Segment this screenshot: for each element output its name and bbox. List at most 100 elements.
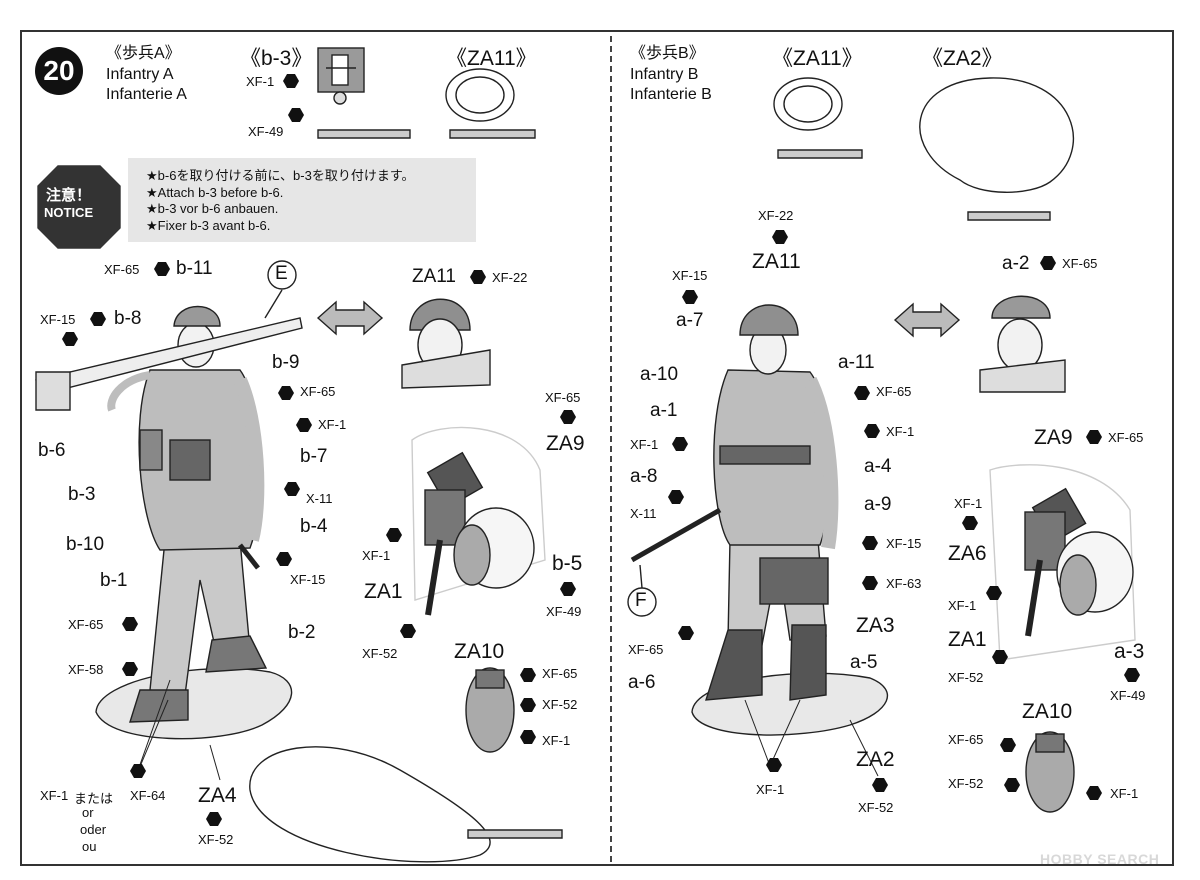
part-label-a2: a-2	[1002, 253, 1030, 274]
infantry-b-title-en: Infantry B	[630, 66, 699, 83]
part-label-za10-a: ZA10	[454, 640, 505, 663]
paint-marker-icon	[154, 262, 170, 276]
paint-marker-icon	[520, 698, 536, 712]
paint-marker-icon	[1000, 738, 1016, 752]
paint-marker-icon	[862, 576, 878, 590]
paint-marker-icon	[296, 418, 312, 432]
paint-code: XF-65	[628, 642, 664, 657]
paint-code: XF-65	[948, 732, 984, 747]
or-label-fr: ou	[82, 839, 97, 854]
part-label-b9: b-9	[272, 352, 300, 373]
paint-code: XF-1	[948, 598, 977, 613]
paint-code: XF-22	[758, 208, 794, 223]
paint-marker-icon	[288, 108, 304, 122]
part-label-za10-b: ZA10	[1022, 700, 1073, 723]
part-label-a11: a-11	[838, 352, 875, 373]
paint-marker-icon	[130, 764, 146, 778]
sub-assembly-e: E	[275, 263, 288, 284]
notice-badge-jp: 注意！	[46, 187, 92, 204]
paint-code: XF-65	[542, 666, 578, 681]
paint-code: XF-1	[954, 496, 983, 511]
paint-marker-icon	[1124, 668, 1140, 682]
sub-assembly-f: F	[635, 590, 647, 611]
paint-marker-icon	[560, 410, 576, 424]
part-label-a1: a-1	[650, 400, 678, 421]
paint-marker-icon	[90, 312, 106, 326]
part-label-b5: b-5	[552, 552, 583, 575]
paint-code: XF-52	[858, 800, 894, 815]
notice-text: ★b-6を取り付ける前に、b-3を取り付けます。 ★Attach b-3 bef…	[146, 168, 415, 234]
part-label-za2: ZA2	[856, 748, 895, 771]
paint-code: XF-15	[290, 572, 326, 587]
paint-marker-icon	[1040, 256, 1056, 270]
paint-marker-icon	[560, 582, 576, 596]
paint-code: XF-52	[948, 670, 984, 685]
part-label-za9-a: ZA9	[546, 432, 585, 455]
paint-code: XF-1	[630, 437, 659, 452]
paint-code: XF-1	[318, 417, 347, 432]
paint-code: XF-65	[545, 390, 581, 405]
paint-marker-icon	[1086, 786, 1102, 800]
paint-code: XF-65	[1108, 430, 1144, 445]
paint-code: XF-15	[672, 268, 708, 283]
paint-code: XF-65	[104, 262, 140, 277]
paint-code: XF-49	[1110, 688, 1146, 703]
part-label-b4: b-4	[300, 516, 328, 537]
paint-marker-icon	[862, 536, 878, 550]
part-label-za11-b: ZA11	[752, 250, 801, 273]
paint-marker-icon	[520, 730, 536, 744]
part-header-za2: 《ZA2》	[922, 47, 1003, 70]
paint-code: XF-65	[1062, 256, 1098, 271]
part-label-b3: b-3	[68, 484, 96, 505]
part-label-a9: a-9	[864, 494, 892, 515]
part-label-za1-a: ZA1	[364, 580, 403, 603]
paint-code: XF-63	[886, 576, 922, 591]
paint-marker-icon	[1086, 430, 1102, 444]
paint-marker-icon	[284, 482, 300, 496]
part-label-za4: ZA4	[198, 784, 237, 807]
paint-marker-icon	[470, 270, 486, 284]
infantry-a-title-de: Infanterie A	[106, 86, 187, 103]
part-label-a7: a-7	[676, 310, 704, 331]
paint-code: XF-52	[542, 697, 578, 712]
paint-marker-icon	[278, 386, 294, 400]
paint-marker-icon	[276, 552, 292, 566]
column-divider	[610, 36, 612, 862]
paint-marker-icon	[668, 490, 684, 504]
part-label-b2: b-2	[288, 622, 316, 643]
paint-code: XF-58	[68, 662, 104, 677]
part-label-za9-b: ZA9	[1034, 426, 1073, 449]
paint-marker-icon	[864, 424, 880, 438]
part-header-za11-b: 《ZA11》	[772, 47, 863, 70]
paint-marker-icon	[386, 528, 402, 542]
part-label-b7: b-7	[300, 446, 328, 467]
paint-marker-icon	[986, 586, 1002, 600]
infantry-a-title-jp: 《歩兵A》	[106, 45, 181, 62]
paint-code: XF-64	[130, 788, 166, 803]
part-label-za1-b: ZA1	[948, 628, 987, 651]
part-label-b8: b-8	[114, 308, 142, 329]
paint-code: XF-1	[246, 74, 275, 89]
paint-code: XF-15	[886, 536, 922, 551]
paint-code: XF-1	[362, 548, 391, 563]
paint-marker-icon	[992, 650, 1008, 664]
instruction-sheet-frame	[20, 30, 1174, 866]
paint-code: XF-22	[492, 270, 528, 285]
paint-code: XF-1	[756, 782, 785, 797]
paint-code: XF-65	[876, 384, 912, 399]
paint-code: XF-1	[1110, 786, 1139, 801]
part-label-a6: a-6	[628, 672, 656, 693]
paint-marker-icon	[678, 626, 694, 640]
part-label-b6: b-6	[38, 440, 66, 461]
notice-badge-en: NOTICE	[44, 205, 94, 220]
paint-marker-icon	[772, 230, 788, 244]
notice-line-en: ★Attach b-3 before b-6.	[146, 184, 284, 200]
paint-code: XF-65	[68, 617, 104, 632]
paint-code: XF-52	[198, 832, 234, 847]
or-label-jp: または	[74, 791, 114, 806]
paint-code: X-11	[630, 506, 657, 521]
paint-marker-icon	[283, 74, 299, 88]
paint-code: XF-49	[248, 124, 284, 139]
paint-marker-icon	[62, 332, 78, 346]
